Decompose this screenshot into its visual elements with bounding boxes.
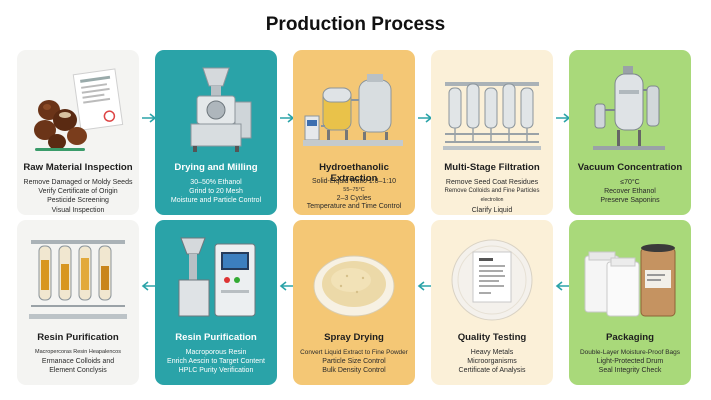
step-details: Double-Layer Moisture-Proof Bags Light-P… [571, 348, 689, 376]
step-detail-line: 2–3 Cycles [336, 194, 372, 202]
step-detail-line: Remove Seed Coat Residues [445, 179, 539, 186]
step-details: Solid-Liquid Ratio 1:8–1:10 55–75°C 2–3 … [295, 178, 413, 211]
step-details: Heavy Metals Microorganisms Certificate … [433, 348, 551, 376]
step-card-vacuum-concentration: Vacuum Concentration ≤70°C Recover Ethan… [569, 50, 691, 215]
powder-bowl-icon [301, 230, 407, 326]
resin-purification-machine-icon [163, 230, 269, 326]
step-detail-line: Solid-Liquid Ratio 1:8–1:10 [311, 178, 397, 185]
step-detail-line: HPLC Purity Verification [178, 367, 254, 375]
bags-and-drum-icon [577, 230, 683, 326]
step-details: 30–50% Ethanol Grind to 20 Mesh Moisture… [157, 178, 275, 206]
filtration-system-icon [439, 60, 545, 156]
arrow-left-icon [279, 280, 295, 292]
arrow-left-icon [555, 280, 571, 292]
step-card-hydroethanolic-extraction: Hydroethanolic Extraction Solid-Liquid R… [293, 50, 415, 215]
step-details: Macropercoras Resin Heapalencos Ermanace… [19, 348, 137, 376]
step-title: Multi-Stage Filtration [444, 162, 540, 173]
step-detail-line: Macroporous Resin [185, 349, 247, 356]
step-detail-line: Verify Certificate of Origin [38, 188, 118, 196]
step-card-resin-purification-columns: Resin Purification Macropercoras Resin H… [17, 220, 139, 385]
vacuum-concentrator-icon [577, 60, 683, 156]
step-detail-line: Enrich Aescin to Target Content [167, 358, 265, 366]
step-detail-line: Convert Liquid Extract to Fine Powder [300, 349, 408, 356]
coa-document-icon [439, 230, 545, 326]
step-detail-line: Remove Colloids and Fine Particles [444, 188, 540, 195]
resin-columns-icon [25, 230, 131, 326]
step-title: Quality Testing [457, 332, 527, 343]
step-card-raw-material-inspection: Raw Material Inspection Remove Damaged o… [17, 50, 139, 215]
step-detail-line: Heavy Metals [470, 349, 514, 356]
step-card-packaging: Packaging Double-Layer Moisture-Proof Ba… [569, 220, 691, 385]
step-detail-line: Temperature and Time Control [306, 202, 402, 210]
step-detail-line: Grind to 20 Mesh [189, 188, 243, 196]
arrow-left-icon [141, 280, 157, 292]
step-title: Drying and Milling [174, 162, 258, 173]
step-title: Resin Purification [175, 332, 257, 343]
step-card-drying-and-milling: Drying and Milling 30–50% Ethanol Grind … [155, 50, 277, 215]
step-card-spray-drying: Spray Drying Convert Liquid Extract to F… [293, 220, 415, 385]
step-detail-line: Ermanace Colloids and [41, 358, 115, 366]
chestnut-seeds-certificate-icon [25, 60, 131, 156]
step-card-quality-testing: Quality Testing Heavy Metals Microorgani… [431, 220, 553, 385]
step-detail-line: Recover Ethanol [604, 188, 656, 196]
step-detail-line: Remove Damaged or Moldy Seeds [23, 179, 133, 186]
step-details: Macroporous Resin Enrich Aescin to Targe… [157, 348, 275, 376]
step-detail-line: Pesticide Screening [47, 197, 109, 205]
step-details: ≤70°C Recover Ethanol Preserve Saponins [571, 178, 689, 206]
step-title: Resin Purification [37, 332, 119, 343]
step-details: Convert Liquid Extract to Fine Powder Pa… [295, 348, 413, 376]
step-details: Remove Seed Coat Residues Remove Colloid… [433, 178, 551, 215]
step-detail-line: Particle Size Control [322, 358, 386, 366]
step-detail-line: 30–50% Ethanol [190, 179, 242, 186]
step-card-resin-purification: Resin Purification Macroporous Resin Enr… [155, 220, 277, 385]
extraction-tanks-icon [301, 60, 407, 156]
step-detail-line: electrolion [480, 197, 504, 204]
step-detail-line: Visual Inspection [51, 206, 105, 214]
step-title: Packaging [606, 332, 654, 343]
step-title: Hydroethanolic Extraction [319, 162, 389, 184]
arrow-left-icon [417, 280, 433, 292]
step-detail-line: Light-Protected Drum [596, 358, 664, 366]
step-detail-line: Microorganisms [467, 358, 517, 366]
step-detail-line: Element Conclysis [49, 367, 107, 375]
step-detail-line: ≤70°C [620, 179, 640, 186]
step-detail-line: 55–75°C [343, 187, 365, 194]
step-detail-line: Double-Layer Moisture-Proof Bags [579, 349, 681, 356]
step-detail-line: Moisture and Particle Control [170, 197, 262, 205]
step-title: Vacuum Concentration [577, 162, 683, 173]
step-detail-line: Macropercoras Resin Heapalencos [35, 349, 121, 355]
step-detail-line: Certificate of Analysis [458, 367, 526, 375]
step-title: Spray Drying [324, 332, 384, 343]
step-details: Remove Damaged or Moldy Seeds Verify Cer… [19, 178, 137, 215]
step-title: Raw Material Inspection [23, 162, 133, 173]
milling-machine-icon [163, 60, 269, 156]
step-detail-line: Bulk Density Control [322, 367, 386, 375]
step-detail-line: Clarify Liquid [471, 206, 513, 214]
step-card-multi-stage-filtration: Multi-Stage Filtration Remove Seed Coat … [431, 50, 553, 215]
step-detail-line: Seal Integrity Check [598, 367, 662, 375]
step-detail-line: Preserve Saponins [600, 197, 660, 205]
page-title: Production Process [265, 14, 446, 35]
